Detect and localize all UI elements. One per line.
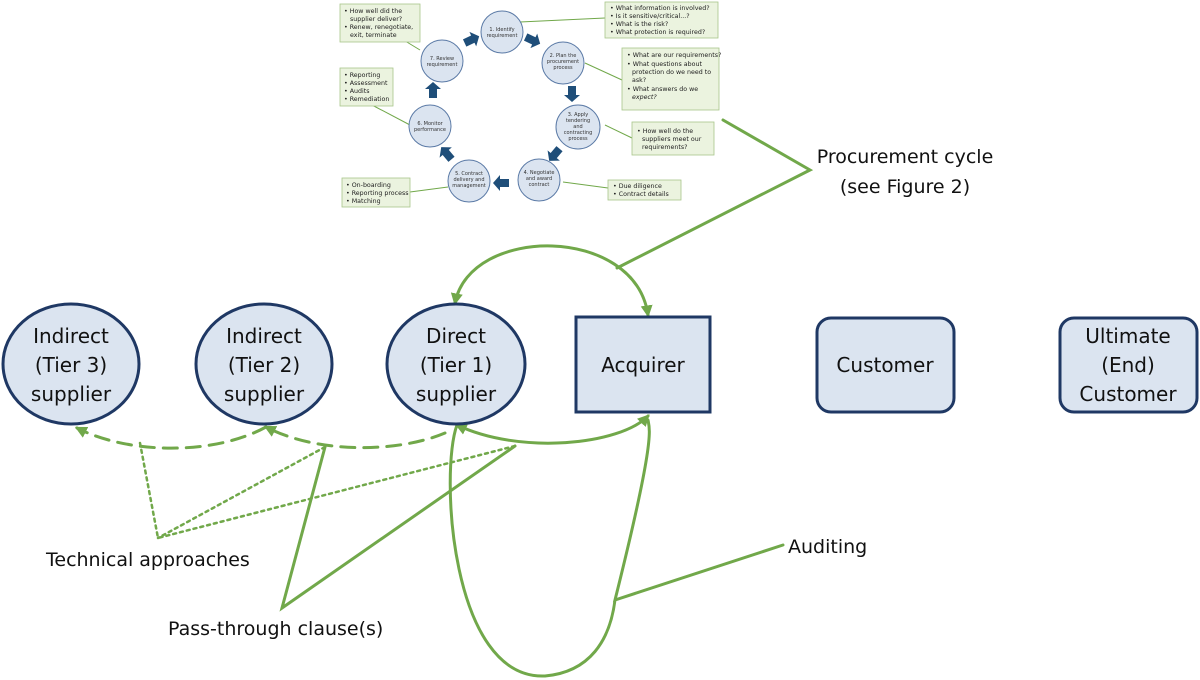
technical-approaches-lines [138,441,517,540]
cycle-arrows [425,31,580,191]
cycle-note-connectors [371,17,633,193]
label-technical-approaches: Technical approaches [45,549,250,571]
cycle-note-step5: • On-boarding • Reporting process • Matc… [341,177,411,208]
svg-text:Customer: Customer [836,353,934,377]
contract-arc-top [450,244,653,318]
pass-through-lines [279,444,517,612]
dashed-arc-tier2 [263,425,447,450]
cycle-arrow-icon [425,82,441,98]
dashed-arc-tier3 [74,425,268,450]
cycle-note-step7: • How well did the supplier deliver? • R… [339,3,421,43]
auditing-loop [448,418,785,678]
svg-text:• How well did the sup: • How well did the supplier deliver? • R… [344,8,415,39]
svg-text:Direct(Tier 1)supplier: Direct(Tier 1)supplier [416,324,497,406]
node-tier2-supplier: Indirect(Tier 2)supplier [194,302,334,426]
label-procurement-cycle: Procurement cycle(see Figure 2) [817,146,994,198]
cycle-note-step3: • How well do the suppliers meet our req… [631,121,715,156]
node-end-customer: Ultimate(End)Customer [1058,316,1199,414]
svg-text:• Reporting • Assessme: • Reporting • Assessment • Audits • Reme… [344,72,390,103]
svg-text:• What information is involved: • What information is involved? • Is it … [610,5,712,36]
procurement-cycle-pointer [615,118,814,270]
cycle-note-step6: • Reporting • Assessment • Audits • Reme… [339,67,394,107]
cycle-arrow-icon [523,33,541,49]
label-pass-through-clauses: Pass-through clause(s) [168,618,383,640]
svg-text:Ultimate(End)Customer: Ultimate(End)Customer [1079,324,1177,406]
cycle-arrow-icon [564,86,580,102]
svg-text:• How well do the supp: • How well do the suppliers meet our req… [637,128,703,151]
cycle-note-step2: • What are our requirements? • What ques… [621,47,723,111]
svg-text:Acquirer: Acquirer [601,353,685,377]
cycle-arrow-icon [462,31,480,47]
cycle-arrow-icon [547,146,563,161]
contract-arc-bottom [454,414,650,445]
connectors [74,118,814,678]
svg-text:• On-boarding • Report: • On-boarding • Reporting process • Matc… [346,182,411,205]
svg-text:• What are our requirements?: • What are our requirements? • What ques… [627,52,723,101]
label-auditing: Auditing [788,536,867,558]
node-acquirer: Acquirer [574,315,712,414]
node-tier3-supplier: Indirect(Tier 3)supplier [1,302,141,426]
node-tier1-supplier: Direct(Tier 1)supplier [385,302,527,426]
cycle-arrow-icon [439,147,455,162]
svg-text:• Due diligence • Cont: • Due diligence • Contract details [613,183,669,198]
cycle-note-step1: • What information is involved? • Is it … [604,1,719,39]
cycle-note-step4: • Due diligence • Contract details [607,179,682,201]
cycle-arrow-icon [493,175,509,191]
svg-text:Indirect(Tier 3)supplier: Indirect(Tier 3)supplier [31,324,112,406]
node-customer: Customer [815,316,956,414]
svg-text:Indirect(Tier 2)supplier: Indirect(Tier 2)supplier [224,324,305,406]
